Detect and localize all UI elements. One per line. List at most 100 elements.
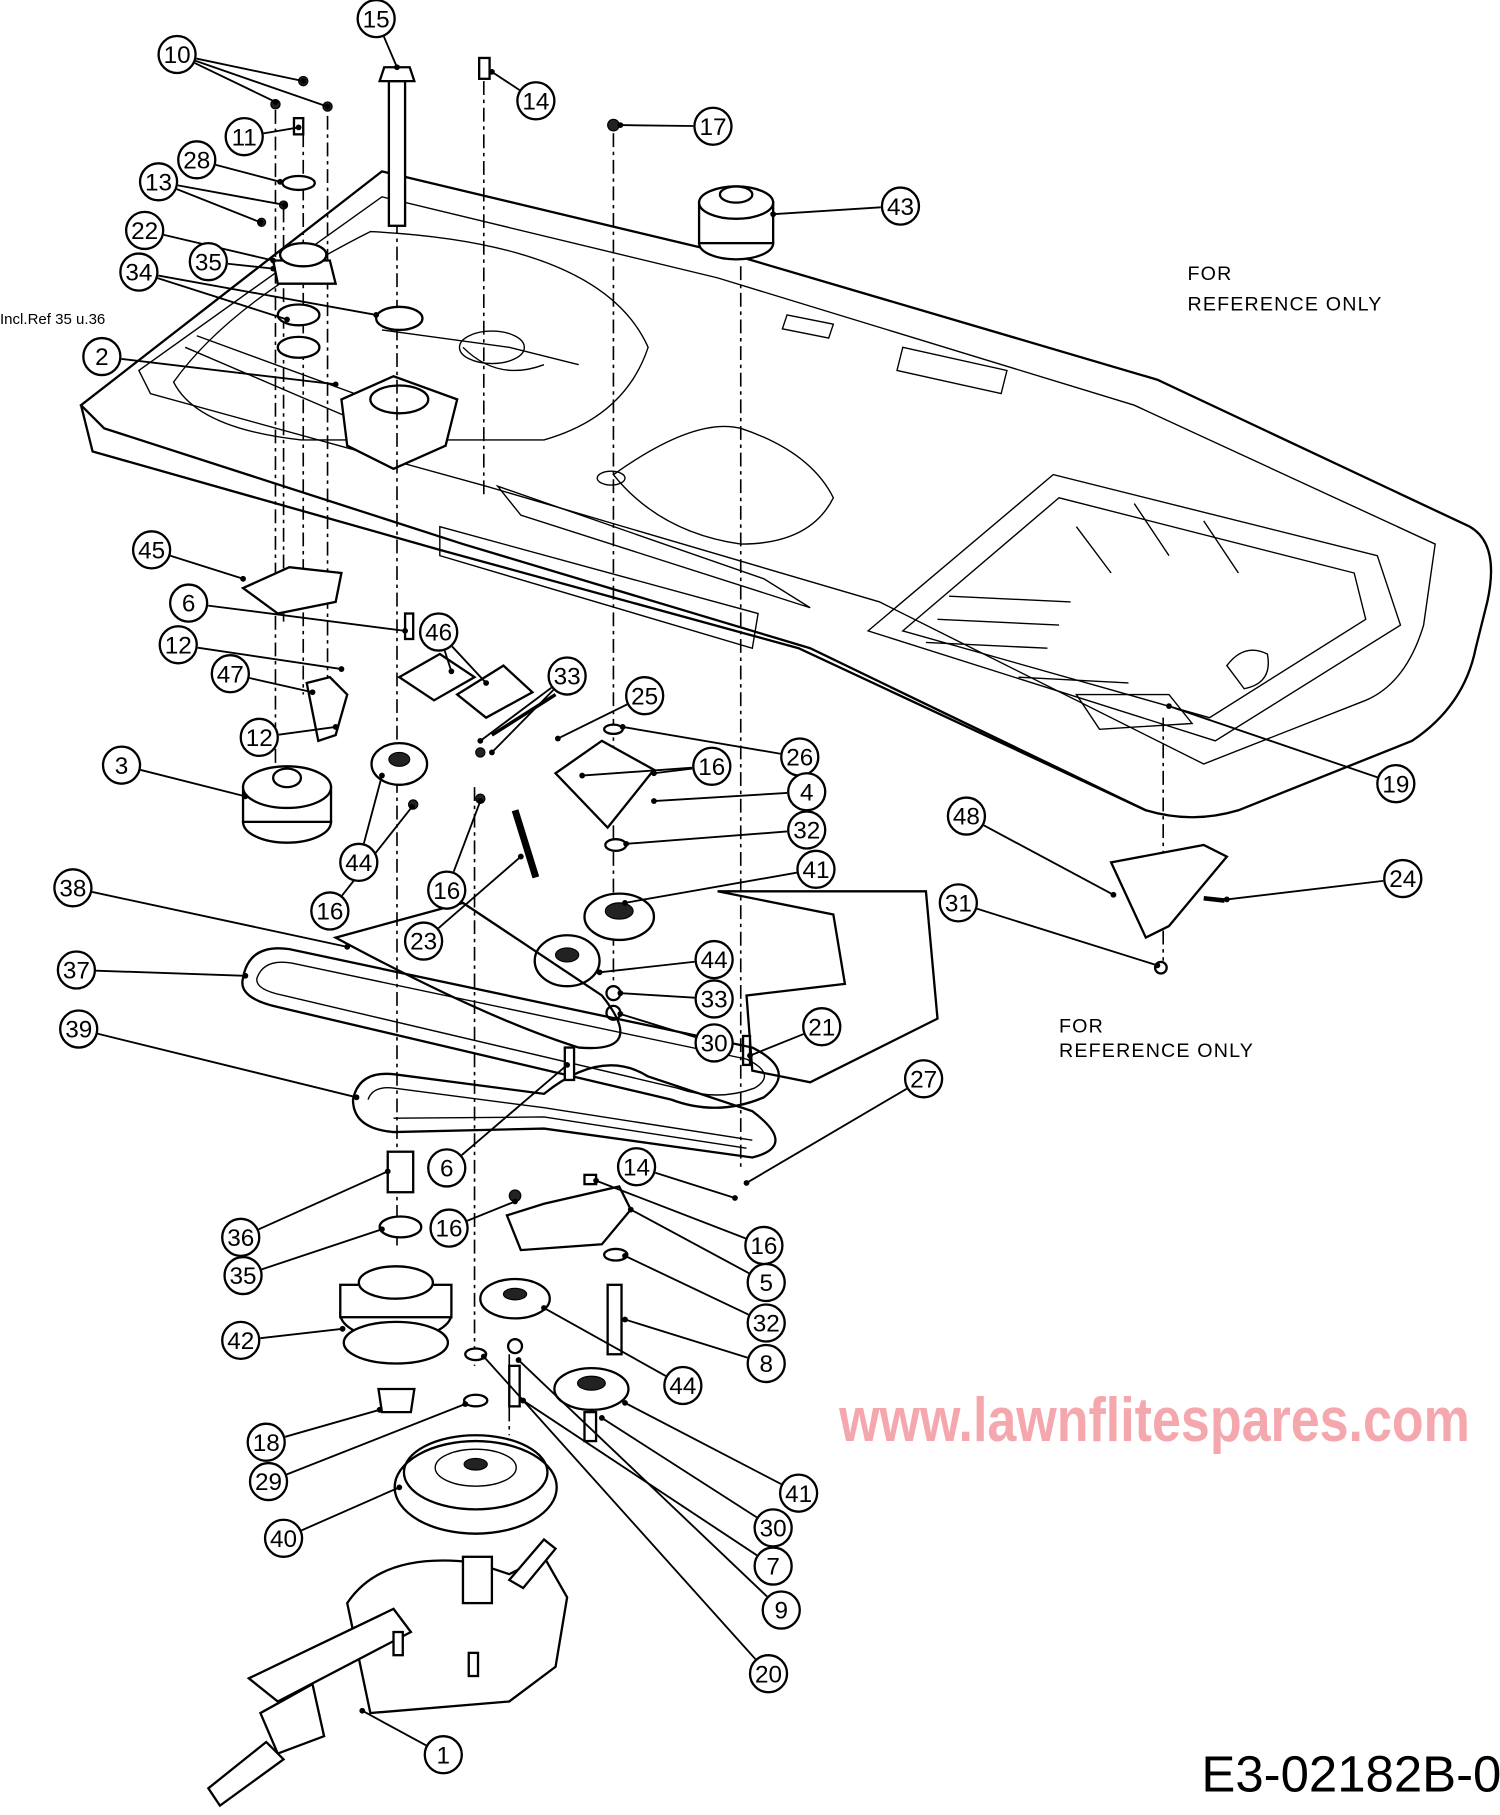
reference-note-bottom: FOR REFERENCE ONLY (1059, 1015, 1253, 1061)
part-callout: 43 (880, 186, 921, 226)
callout-circle (125, 210, 165, 251)
leader-line (620, 1013, 696, 1038)
hardware-top (256, 56, 620, 359)
part-callout: 4 (787, 772, 827, 812)
leader-arrow-tip (747, 1052, 753, 1059)
callout-number: 14 (522, 88, 549, 115)
leader-arrow-tip (373, 312, 380, 318)
transmission (206, 1537, 569, 1808)
leader-line (91, 891, 348, 948)
leader-arrow-tip (396, 1484, 403, 1491)
incl-ref-note: Incl.Ref 35 u.36 (0, 311, 105, 328)
leader-line (522, 1399, 758, 1556)
leader-arrow-tip (1166, 703, 1172, 710)
part-callout: 7 (753, 1546, 793, 1586)
leader-arrow-tip (480, 1353, 487, 1360)
leader-line (208, 604, 406, 632)
callout-circle (239, 717, 279, 758)
leader-line (773, 206, 881, 216)
leader-arrow-tip (579, 772, 586, 779)
callout-number: 32 (753, 1311, 780, 1338)
leader-line (1226, 879, 1384, 901)
leader-arrow-tip (512, 1198, 518, 1205)
part-callout: 17 (693, 106, 733, 146)
callout-circle (403, 921, 444, 961)
callout-number: 48 (953, 804, 980, 831)
callout-circle (694, 1023, 734, 1063)
part-callout: 13 (138, 162, 179, 202)
part-callout: 33 (547, 656, 587, 696)
leader-line (278, 726, 336, 736)
callout-circle (248, 1461, 289, 1502)
part-callout: 32 (746, 1303, 786, 1343)
leader-line (655, 1171, 736, 1199)
leader-arrow-tip (619, 724, 626, 730)
part-callout: 40 (263, 1518, 304, 1558)
leader-arrow-tip (359, 1707, 366, 1714)
leader-arrow-tip (242, 793, 249, 800)
callout-circle (59, 1009, 99, 1049)
callout-number: 23 (410, 929, 437, 956)
callout-circle (746, 1343, 786, 1384)
callout-number: 31 (945, 891, 972, 918)
callout-circle (101, 745, 142, 785)
part-callout: 35 (188, 241, 229, 282)
callout-circle (938, 883, 979, 923)
leader-line (286, 1403, 466, 1476)
part-callout: 18 (246, 1422, 286, 1462)
part-callout: 44 (663, 1365, 703, 1406)
leader-line (582, 766, 693, 777)
callout-circle (694, 979, 734, 1019)
leader-line (451, 645, 487, 684)
leader-line (443, 650, 453, 672)
leader-line (466, 1200, 516, 1222)
callout-circle (224, 116, 264, 157)
callout-circle (796, 849, 836, 889)
callout-number: 18 (253, 1430, 280, 1457)
callout-circle (138, 162, 179, 202)
leader-line (461, 1064, 568, 1156)
callout-number: 14 (623, 1154, 650, 1181)
leader-line (543, 1307, 667, 1377)
callout-number: 44 (345, 850, 372, 877)
callout-circle (746, 1262, 786, 1303)
callout-number: 5 (759, 1270, 773, 1297)
callout-number: 17 (699, 114, 726, 141)
leader-arrow-tip (448, 668, 455, 675)
callout-circle (547, 656, 587, 696)
leader-arrow-tip (489, 749, 495, 756)
reference-note-top: FOR REFERENCE ONLY (1188, 263, 1382, 315)
callout-circle (221, 1320, 261, 1361)
part-callout: 2 (82, 336, 122, 377)
leader-arrow-tip (284, 316, 290, 323)
leader-line (197, 646, 342, 670)
callout-circle (946, 796, 987, 836)
leader-line (249, 677, 313, 694)
part-callout: 10 (157, 34, 197, 75)
part-callout: 48 (946, 796, 987, 836)
leader-arrow-tip (344, 943, 351, 950)
part-callout: 6 (168, 583, 209, 623)
callout-number: 34 (125, 260, 152, 287)
lower-parts (339, 1150, 633, 1535)
leader-line (983, 824, 1114, 896)
part-callout: 30 (753, 1508, 793, 1548)
part-callout: 15 (356, 0, 396, 39)
callout-number: 8 (759, 1351, 773, 1378)
callout-circle (694, 939, 734, 980)
part-callout: 9 (761, 1590, 801, 1630)
leader-arrow-tip (324, 103, 331, 110)
callout-number: 16 (698, 754, 725, 781)
part-callout: 8 (746, 1343, 786, 1384)
leader-line (194, 62, 276, 103)
leader-arrow-tip (515, 1357, 522, 1363)
leader-line (227, 262, 274, 270)
part-callout: 16 (692, 746, 732, 786)
callout-number: 6 (440, 1156, 454, 1183)
pulley-43 (697, 185, 775, 261)
leader-line (557, 703, 628, 740)
leader-line (630, 1208, 750, 1274)
leader-arrow-tip (596, 969, 603, 976)
